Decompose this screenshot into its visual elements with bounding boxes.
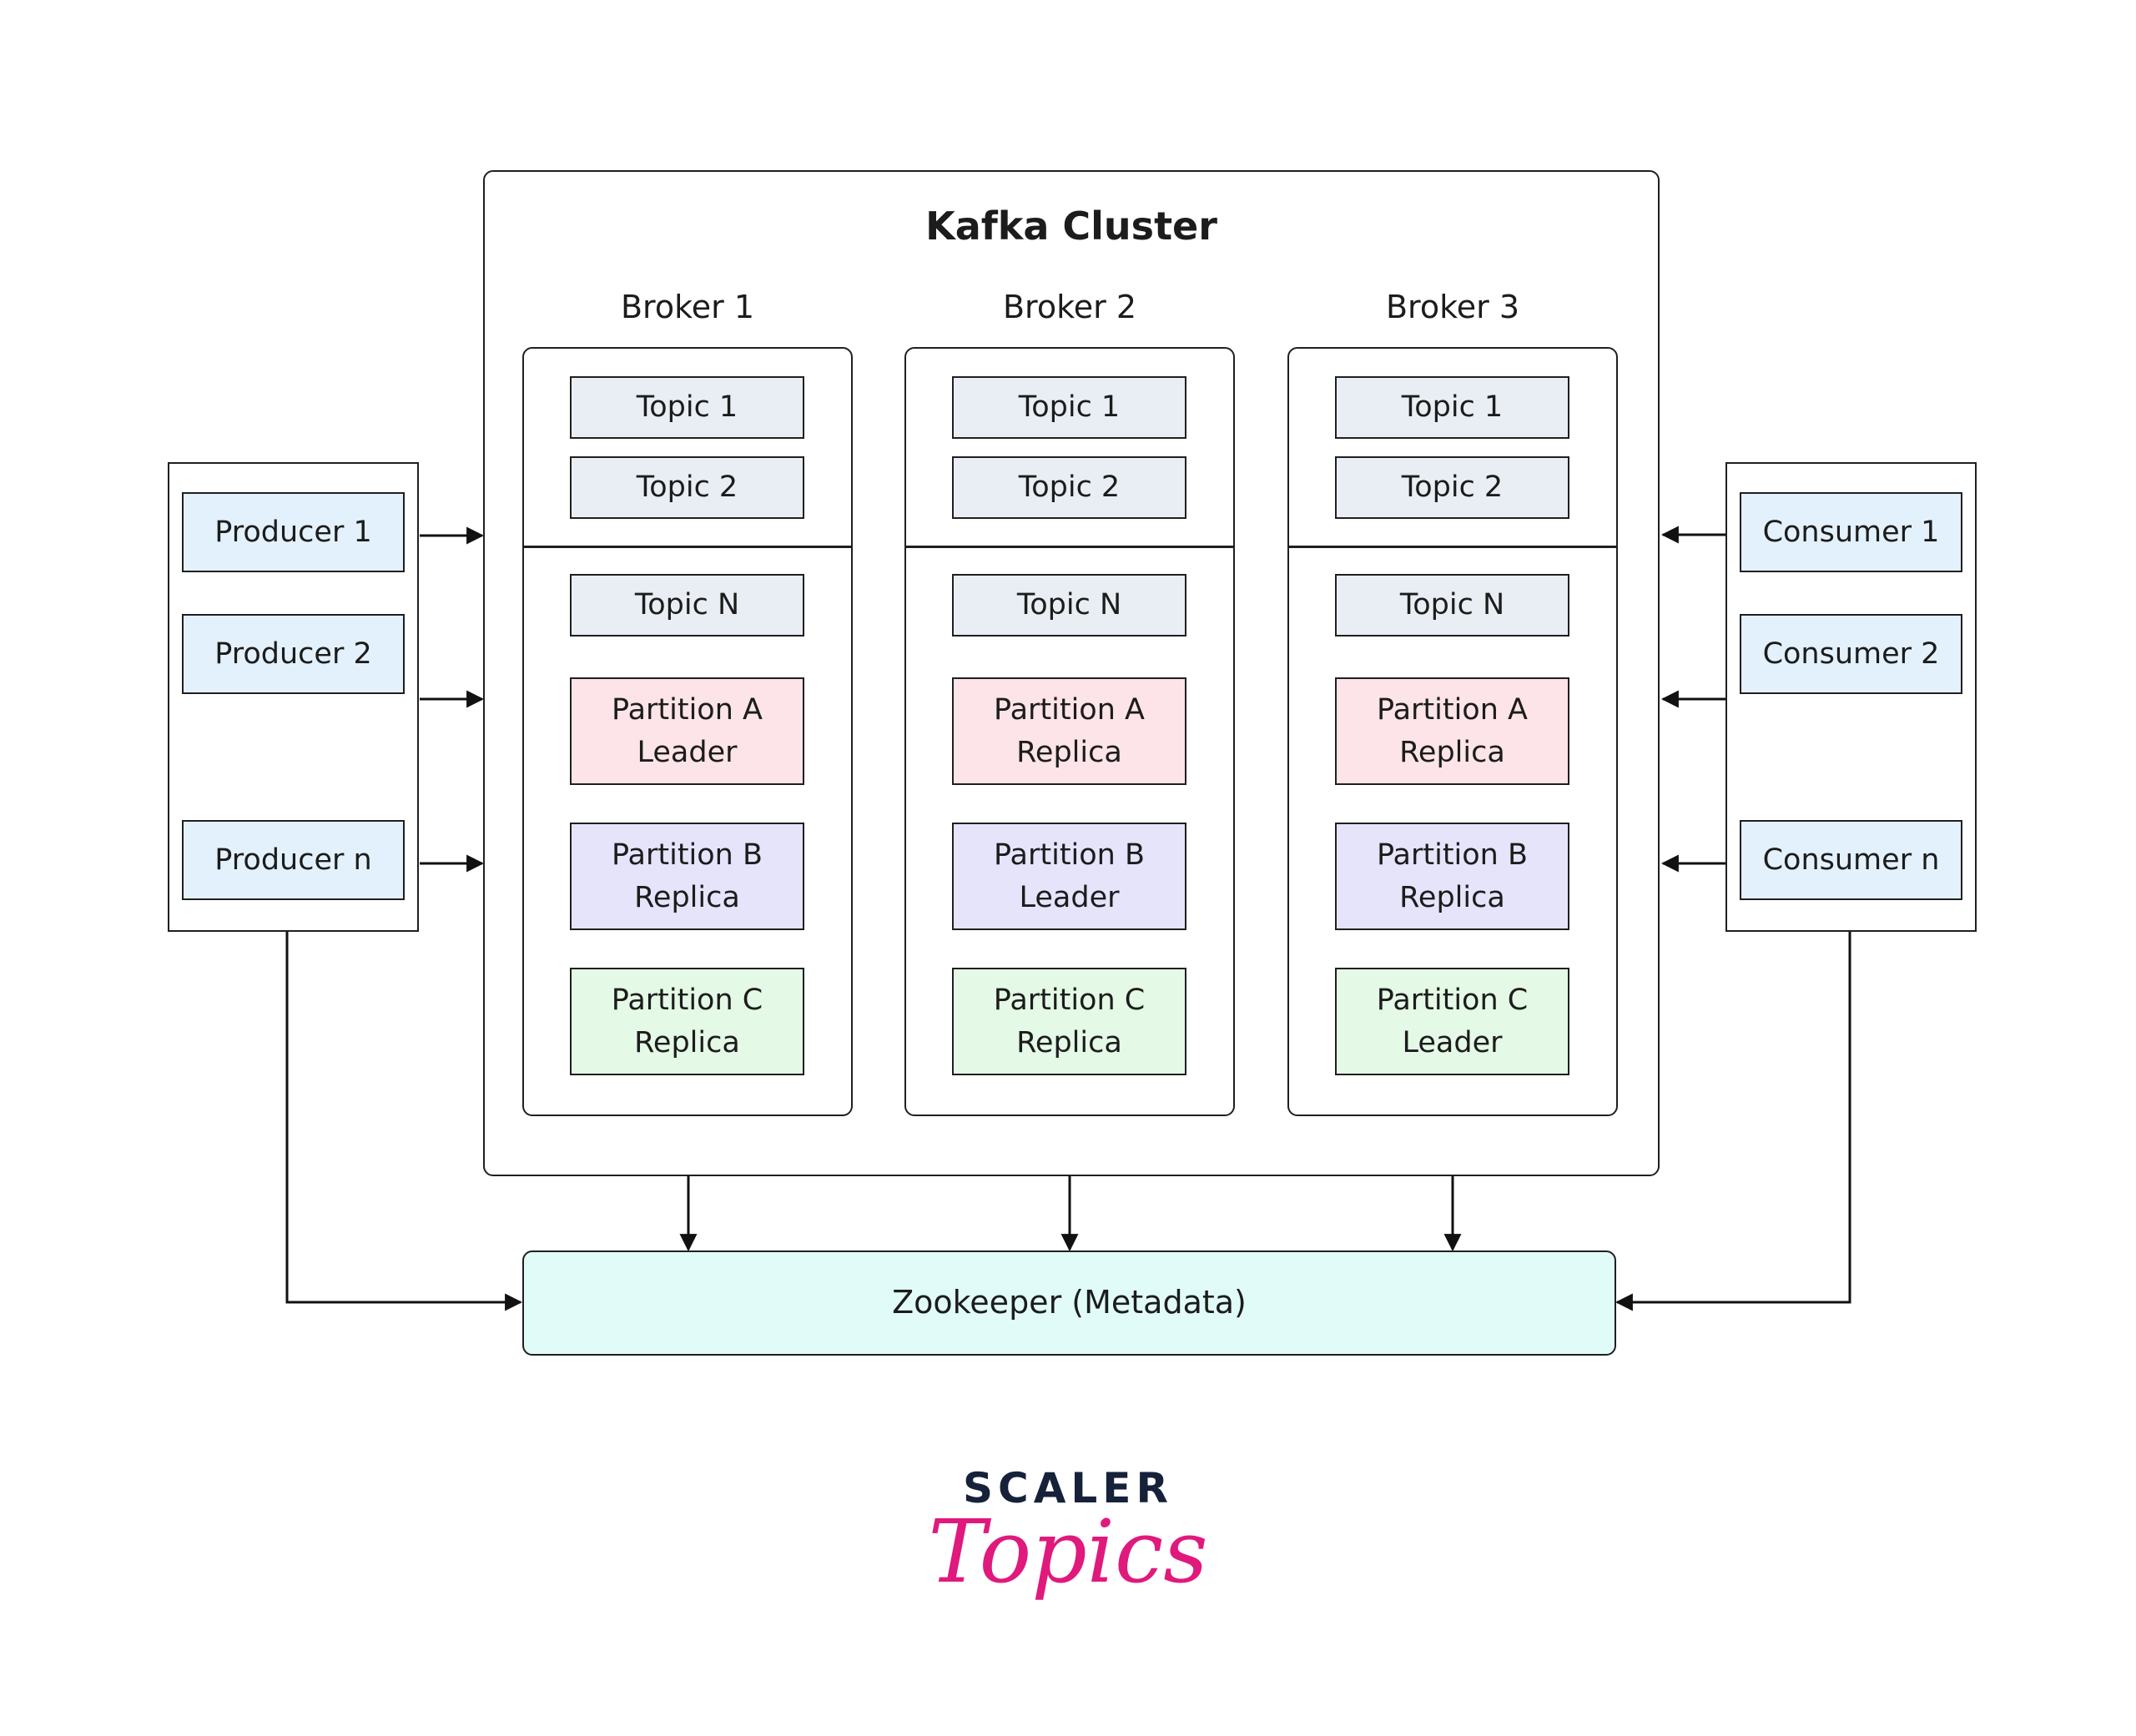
broker-2-label: Broker 2 (1002, 289, 1136, 325)
broker-1-label: Broker 1 (620, 289, 754, 325)
broker-3-topic-n: Topic N (1335, 574, 1569, 637)
broker-2-topic-1: Topic 1 (952, 376, 1186, 439)
producer-2: Producer 2 (182, 614, 405, 694)
broker-3-partition-a: Partition A Replica (1335, 677, 1569, 785)
producer-1: Producer 1 (182, 492, 405, 572)
broker-2-divider (904, 546, 1235, 548)
broker-3-divider (1287, 546, 1618, 548)
broker-1-topic-1: Topic 1 (570, 376, 804, 439)
broker-3-topic-2: Topic 2 (1335, 456, 1569, 519)
scaler-topics-logo: SCALER Topics (901, 1464, 1235, 1631)
consumers-zookeeper-arrow (1615, 932, 1851, 1311)
broker-3-partition-c: Partition C Leader (1335, 968, 1569, 1075)
broker-1-partition-c: Partition C Replica (570, 968, 804, 1075)
broker-2-topic-2: Topic 2 (952, 456, 1186, 519)
zookeeper: Zookeeper (Metadata) (522, 1250, 1616, 1356)
producers-zookeeper-arrow (285, 932, 523, 1311)
broker-2-partition-b: Partition B Leader (952, 823, 1186, 930)
broker-2-topic-n: Topic N (952, 574, 1186, 637)
producer-n: Producer n (182, 820, 405, 900)
broker-2-partition-c: Partition C Replica (952, 968, 1186, 1075)
broker-3-topic-1: Topic 1 (1335, 376, 1569, 439)
broker-1-topic-2: Topic 2 (570, 456, 804, 519)
broker-1-partition-a: Partition A Leader (570, 677, 804, 785)
broker-3-label: Broker 3 (1385, 289, 1519, 325)
broker-1-partition-b: Partition B Replica (570, 823, 804, 930)
consumer-2: Consumer 2 (1740, 614, 1962, 694)
consumer-n: Consumer n (1740, 820, 1962, 900)
broker-1-divider (522, 546, 853, 548)
broker-2-partition-a: Partition A Replica (952, 677, 1186, 785)
logo-topics-text: Topics (928, 1501, 1208, 1603)
logo-scaler-text: SCALER (963, 1464, 1173, 1512)
consumer-1: Consumer 1 (1740, 492, 1962, 572)
kafka-cluster-title: Kafka Cluster (925, 204, 1217, 249)
broker-1-topic-n: Topic N (570, 574, 804, 637)
broker-3-partition-b: Partition B Replica (1335, 823, 1569, 930)
